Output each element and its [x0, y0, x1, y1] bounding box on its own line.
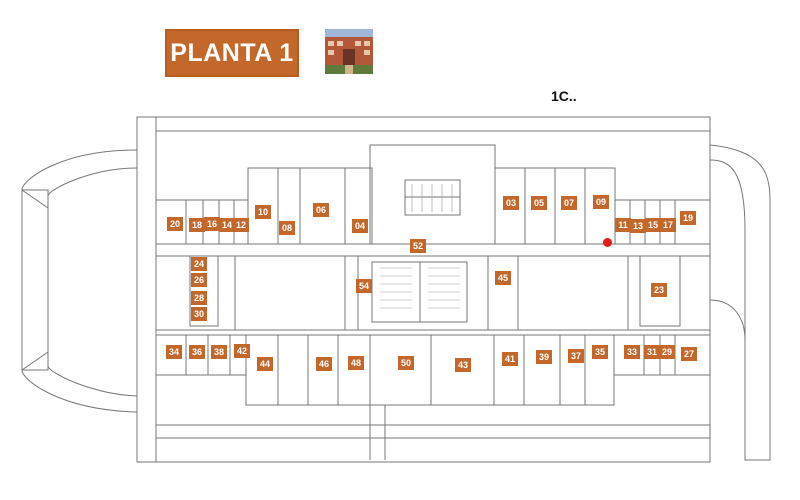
room-label[interactable]: 03 — [503, 196, 519, 210]
floor-caption: 1C.. — [551, 88, 577, 104]
room-label[interactable]: 14 — [219, 218, 235, 232]
room-label[interactable]: 46 — [316, 357, 332, 371]
room-label[interactable]: 26 — [191, 273, 207, 287]
room-label[interactable]: 44 — [257, 357, 273, 371]
room-label[interactable]: 23 — [651, 283, 667, 297]
room-label[interactable]: 18 — [189, 218, 205, 232]
room-label[interactable]: 05 — [531, 196, 547, 210]
room-label[interactable]: 09 — [593, 195, 609, 209]
room-label[interactable]: 52 — [410, 239, 426, 253]
room-label[interactable]: 35 — [592, 345, 608, 359]
room-label[interactable]: 15 — [645, 218, 661, 232]
room-label[interactable]: 54 — [356, 279, 372, 293]
room-label[interactable]: 08 — [279, 221, 295, 235]
room-label[interactable]: 43 — [455, 358, 471, 372]
room-label[interactable]: 27 — [681, 347, 697, 361]
room-label[interactable]: 41 — [502, 352, 518, 366]
room-label[interactable]: 19 — [680, 211, 696, 225]
room-label[interactable]: 34 — [166, 345, 182, 359]
room-label[interactable]: 11 — [615, 218, 631, 232]
room-label[interactable]: 48 — [348, 356, 364, 370]
room-label[interactable]: 29 — [659, 345, 675, 359]
room-label[interactable]: 12 — [233, 218, 249, 232]
room-label[interactable]: 50 — [398, 356, 414, 370]
room-label[interactable]: 24 — [191, 257, 207, 271]
room-label[interactable]: 20 — [167, 217, 183, 231]
building-photo-icon — [325, 29, 373, 74]
room-label[interactable]: 42 — [234, 344, 250, 358]
room-label[interactable]: 17 — [660, 218, 676, 232]
room-label[interactable]: 45 — [495, 271, 511, 285]
room-label[interactable]: 13 — [630, 219, 646, 233]
room-label[interactable]: 07 — [561, 196, 577, 210]
location-marker-icon — [603, 238, 612, 247]
room-label[interactable]: 06 — [313, 203, 329, 217]
room-label[interactable]: 04 — [352, 219, 368, 233]
room-label[interactable]: 30 — [191, 307, 207, 321]
room-label[interactable]: 39 — [536, 350, 552, 364]
floor-title-badge: PLANTA 1 — [165, 29, 299, 77]
room-label[interactable]: 38 — [211, 345, 227, 359]
room-label[interactable]: 10 — [255, 205, 271, 219]
floor-title: PLANTA 1 — [170, 38, 294, 67]
room-label[interactable]: 28 — [191, 291, 207, 305]
room-label[interactable]: 31 — [644, 345, 660, 359]
room-label[interactable]: 16 — [204, 217, 220, 231]
room-label[interactable]: 36 — [189, 345, 205, 359]
room-label[interactable]: 33 — [624, 345, 640, 359]
room-label[interactable]: 37 — [568, 349, 584, 363]
